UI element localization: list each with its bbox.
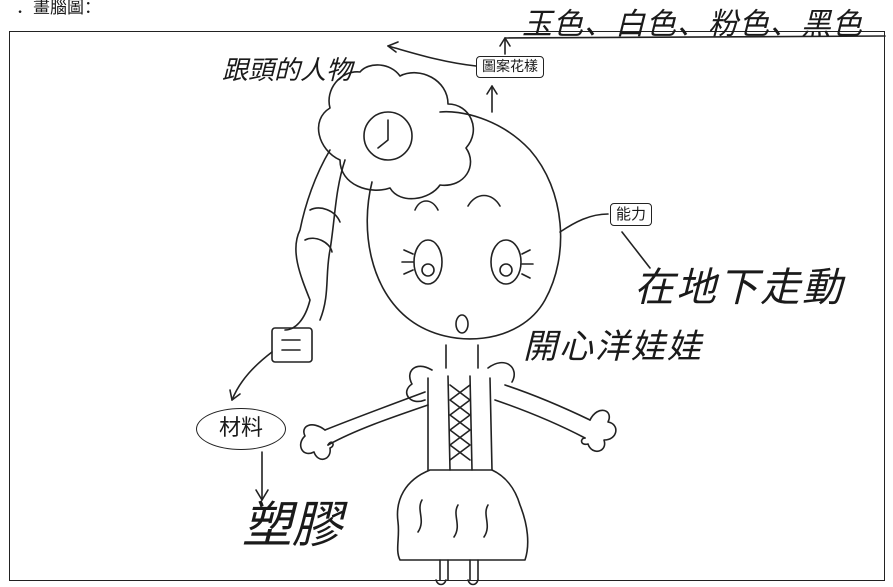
right-shoulder [487, 361, 515, 383]
line-ability-to-walk [621, 231, 651, 269]
clock-face [363, 111, 413, 161]
headwear-label: 跟頭的人物 [222, 56, 353, 86]
braid [284, 149, 331, 331]
arrow-pattern-to-headwear [387, 45, 477, 67]
hair-tie-box [271, 327, 313, 363]
right-arm [494, 384, 591, 439]
head [366, 110, 562, 340]
left-eye [413, 239, 443, 285]
right-eye [490, 239, 522, 285]
pattern-node: 圖案花樣 [476, 56, 544, 78]
mouth [455, 314, 469, 334]
doll-name-label: 開心洋娃娃 [523, 327, 703, 367]
left-arm [324, 391, 429, 446]
left-hand [299, 424, 334, 460]
walk-label: 在地下走動 [634, 265, 844, 311]
skirt [396, 469, 529, 561]
dress-bodice [427, 377, 493, 471]
hair-bun [317, 64, 475, 200]
colors-underline [504, 35, 886, 39]
ability-node: 能力 [610, 203, 653, 226]
right-hand [580, 409, 617, 452]
page-heading: ．畫腦圖： [16, 0, 101, 18]
line-head-to-ability [559, 213, 609, 233]
left-shoulder [406, 365, 433, 403]
plastic-label: 塑膠 [242, 496, 342, 554]
drawing-frame [9, 31, 885, 581]
material-node: 材料 [196, 408, 286, 450]
line-to-material [231, 351, 273, 401]
colors-label: 玉色、白色、粉色、黑色 [522, 7, 863, 42]
